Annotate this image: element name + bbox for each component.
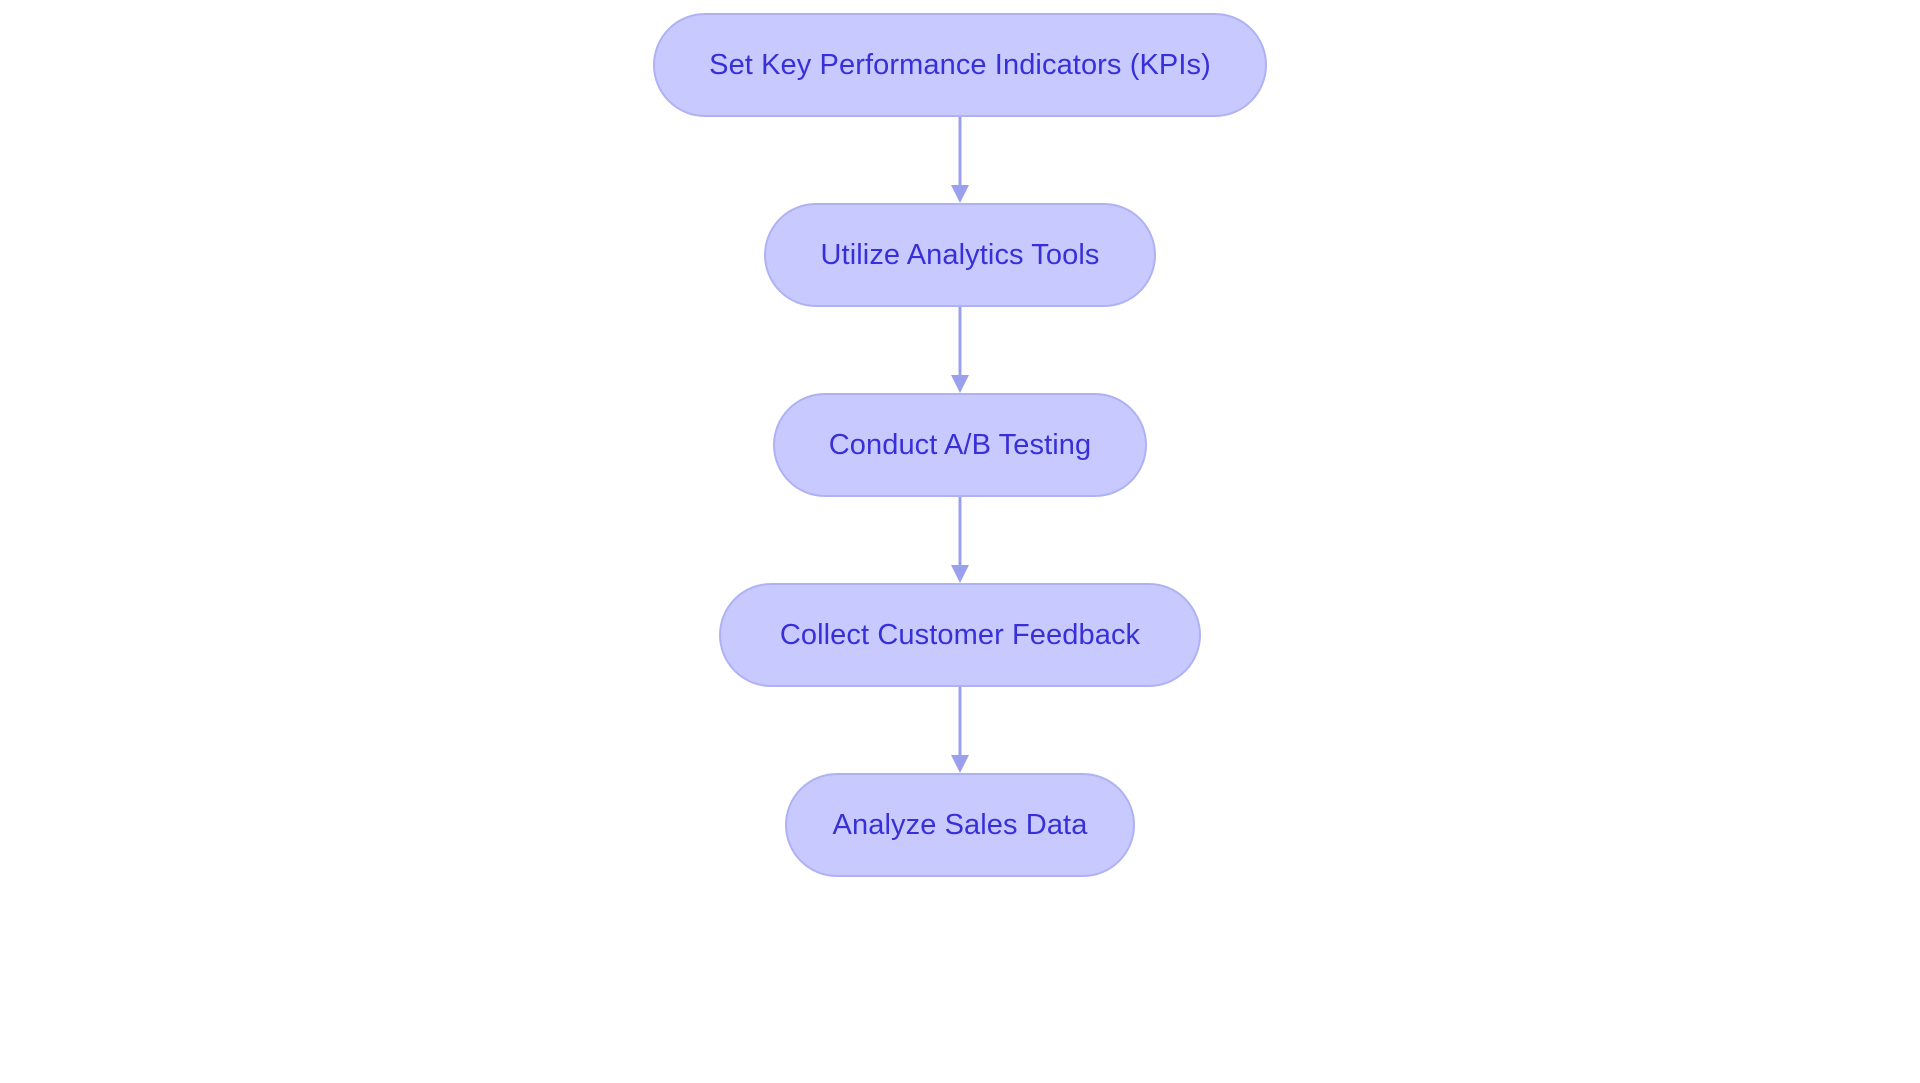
flowchart-node-set-key-performance-indicators[interactable]: Set Key Performance Indicators (KPIs): [653, 13, 1267, 117]
flowchart-node-label: Analyze Sales Data: [832, 808, 1088, 841]
flow-arrow-down-icon: [951, 307, 969, 393]
flowchart-node-label: Conduct A/B Testing: [828, 428, 1092, 461]
flowchart-node-label: Set Key Performance Indicators (KPIs): [709, 48, 1211, 81]
flowchart-node-analyze-sales-data[interactable]: Analyze Sales Data: [785, 773, 1135, 877]
flowchart-node-label: Utilize Analytics Tools: [820, 238, 1100, 271]
flowchart-node-utilize-analytics-tools[interactable]: Utilize Analytics Tools: [764, 203, 1156, 307]
flow-arrow-down-icon: [951, 687, 969, 773]
flow-arrow-down-icon: [951, 497, 969, 583]
flow-arrow-down-icon: [951, 117, 969, 203]
flowchart-node-label: Collect Customer Feedback: [779, 618, 1141, 651]
flowchart-node-collect-customer-feedback[interactable]: Collect Customer Feedback: [719, 583, 1201, 687]
flowchart-node-conduct-ab-testing[interactable]: Conduct A/B Testing: [773, 393, 1147, 497]
